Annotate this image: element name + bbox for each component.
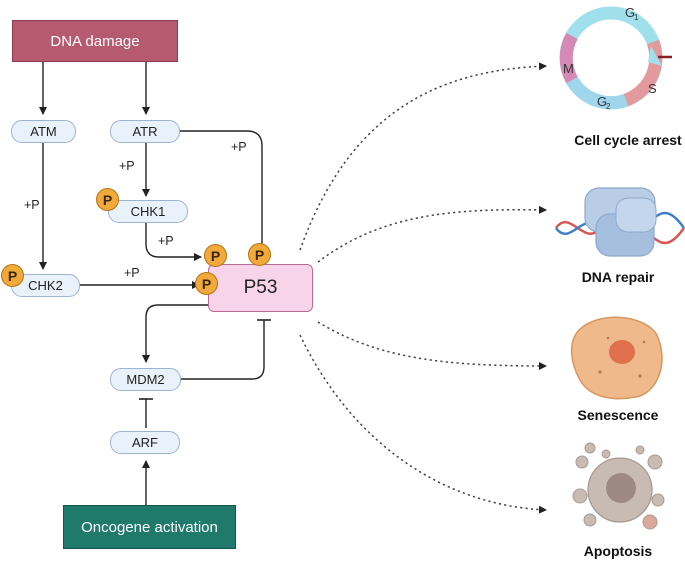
label-atr-p53: +P bbox=[231, 140, 247, 154]
label-atm-chk2: +P bbox=[24, 198, 40, 212]
senescent-cell-illustration bbox=[570, 316, 663, 400]
dna-damage-box: DNA damage bbox=[12, 20, 178, 62]
atr-node: ATR bbox=[110, 120, 180, 143]
arrow-chk1-p53 bbox=[145, 223, 202, 261]
oncogene-activation-box: Oncogene activation bbox=[63, 505, 236, 549]
label-atr-chk1: +P bbox=[119, 159, 135, 173]
dotted-arrow-senescence bbox=[317, 321, 547, 370]
phospho-chk2: P bbox=[1, 264, 24, 287]
cell-cycle-illustration: G 1 M S G 2 bbox=[559, 5, 672, 111]
phase-g1-sub: 1 bbox=[634, 13, 639, 22]
p53-node: P53 bbox=[208, 264, 313, 312]
phospho-p53-1: P bbox=[204, 244, 227, 267]
dotted-arrow-cell-cycle bbox=[299, 62, 547, 251]
outcome-dna-repair: DNA repair bbox=[581, 269, 655, 285]
outcome-senescence: Senescence bbox=[577, 407, 659, 423]
dotted-arrow-dna-repair bbox=[317, 205, 547, 263]
dotted-arrow-apoptosis bbox=[299, 334, 547, 514]
chk2-node: CHK2 bbox=[11, 274, 80, 297]
arrow-atr-p53 bbox=[180, 130, 266, 256]
phase-m-label: M bbox=[563, 61, 574, 76]
phase-s-label: S bbox=[648, 81, 657, 96]
phospho-p53-2: P bbox=[248, 243, 271, 266]
label-chk1-p53: +P bbox=[158, 234, 174, 248]
chk1-node: CHK1 bbox=[108, 200, 188, 223]
phospho-p53-3: P bbox=[195, 272, 218, 295]
outcome-apoptosis: Apoptosis bbox=[583, 543, 653, 559]
dna-repair-illustration bbox=[555, 187, 685, 257]
arrow-p53-mdm2 bbox=[142, 304, 208, 363]
apoptotic-cell-illustration bbox=[572, 442, 665, 530]
arf-node: ARF bbox=[110, 431, 180, 454]
phase-g2-label: G bbox=[597, 94, 607, 109]
phospho-chk1: P bbox=[96, 188, 119, 211]
inhibit-mdm2-p53 bbox=[181, 320, 265, 380]
mdm2-node: MDM2 bbox=[110, 368, 181, 391]
phase-g2-sub: 2 bbox=[606, 102, 611, 111]
phase-g1-label: G bbox=[625, 5, 635, 20]
atm-node: ATM bbox=[11, 120, 76, 143]
label-chk2-p53: +P bbox=[124, 266, 140, 280]
outcome-cell-cycle-arrest: Cell cycle arrest bbox=[574, 132, 682, 148]
